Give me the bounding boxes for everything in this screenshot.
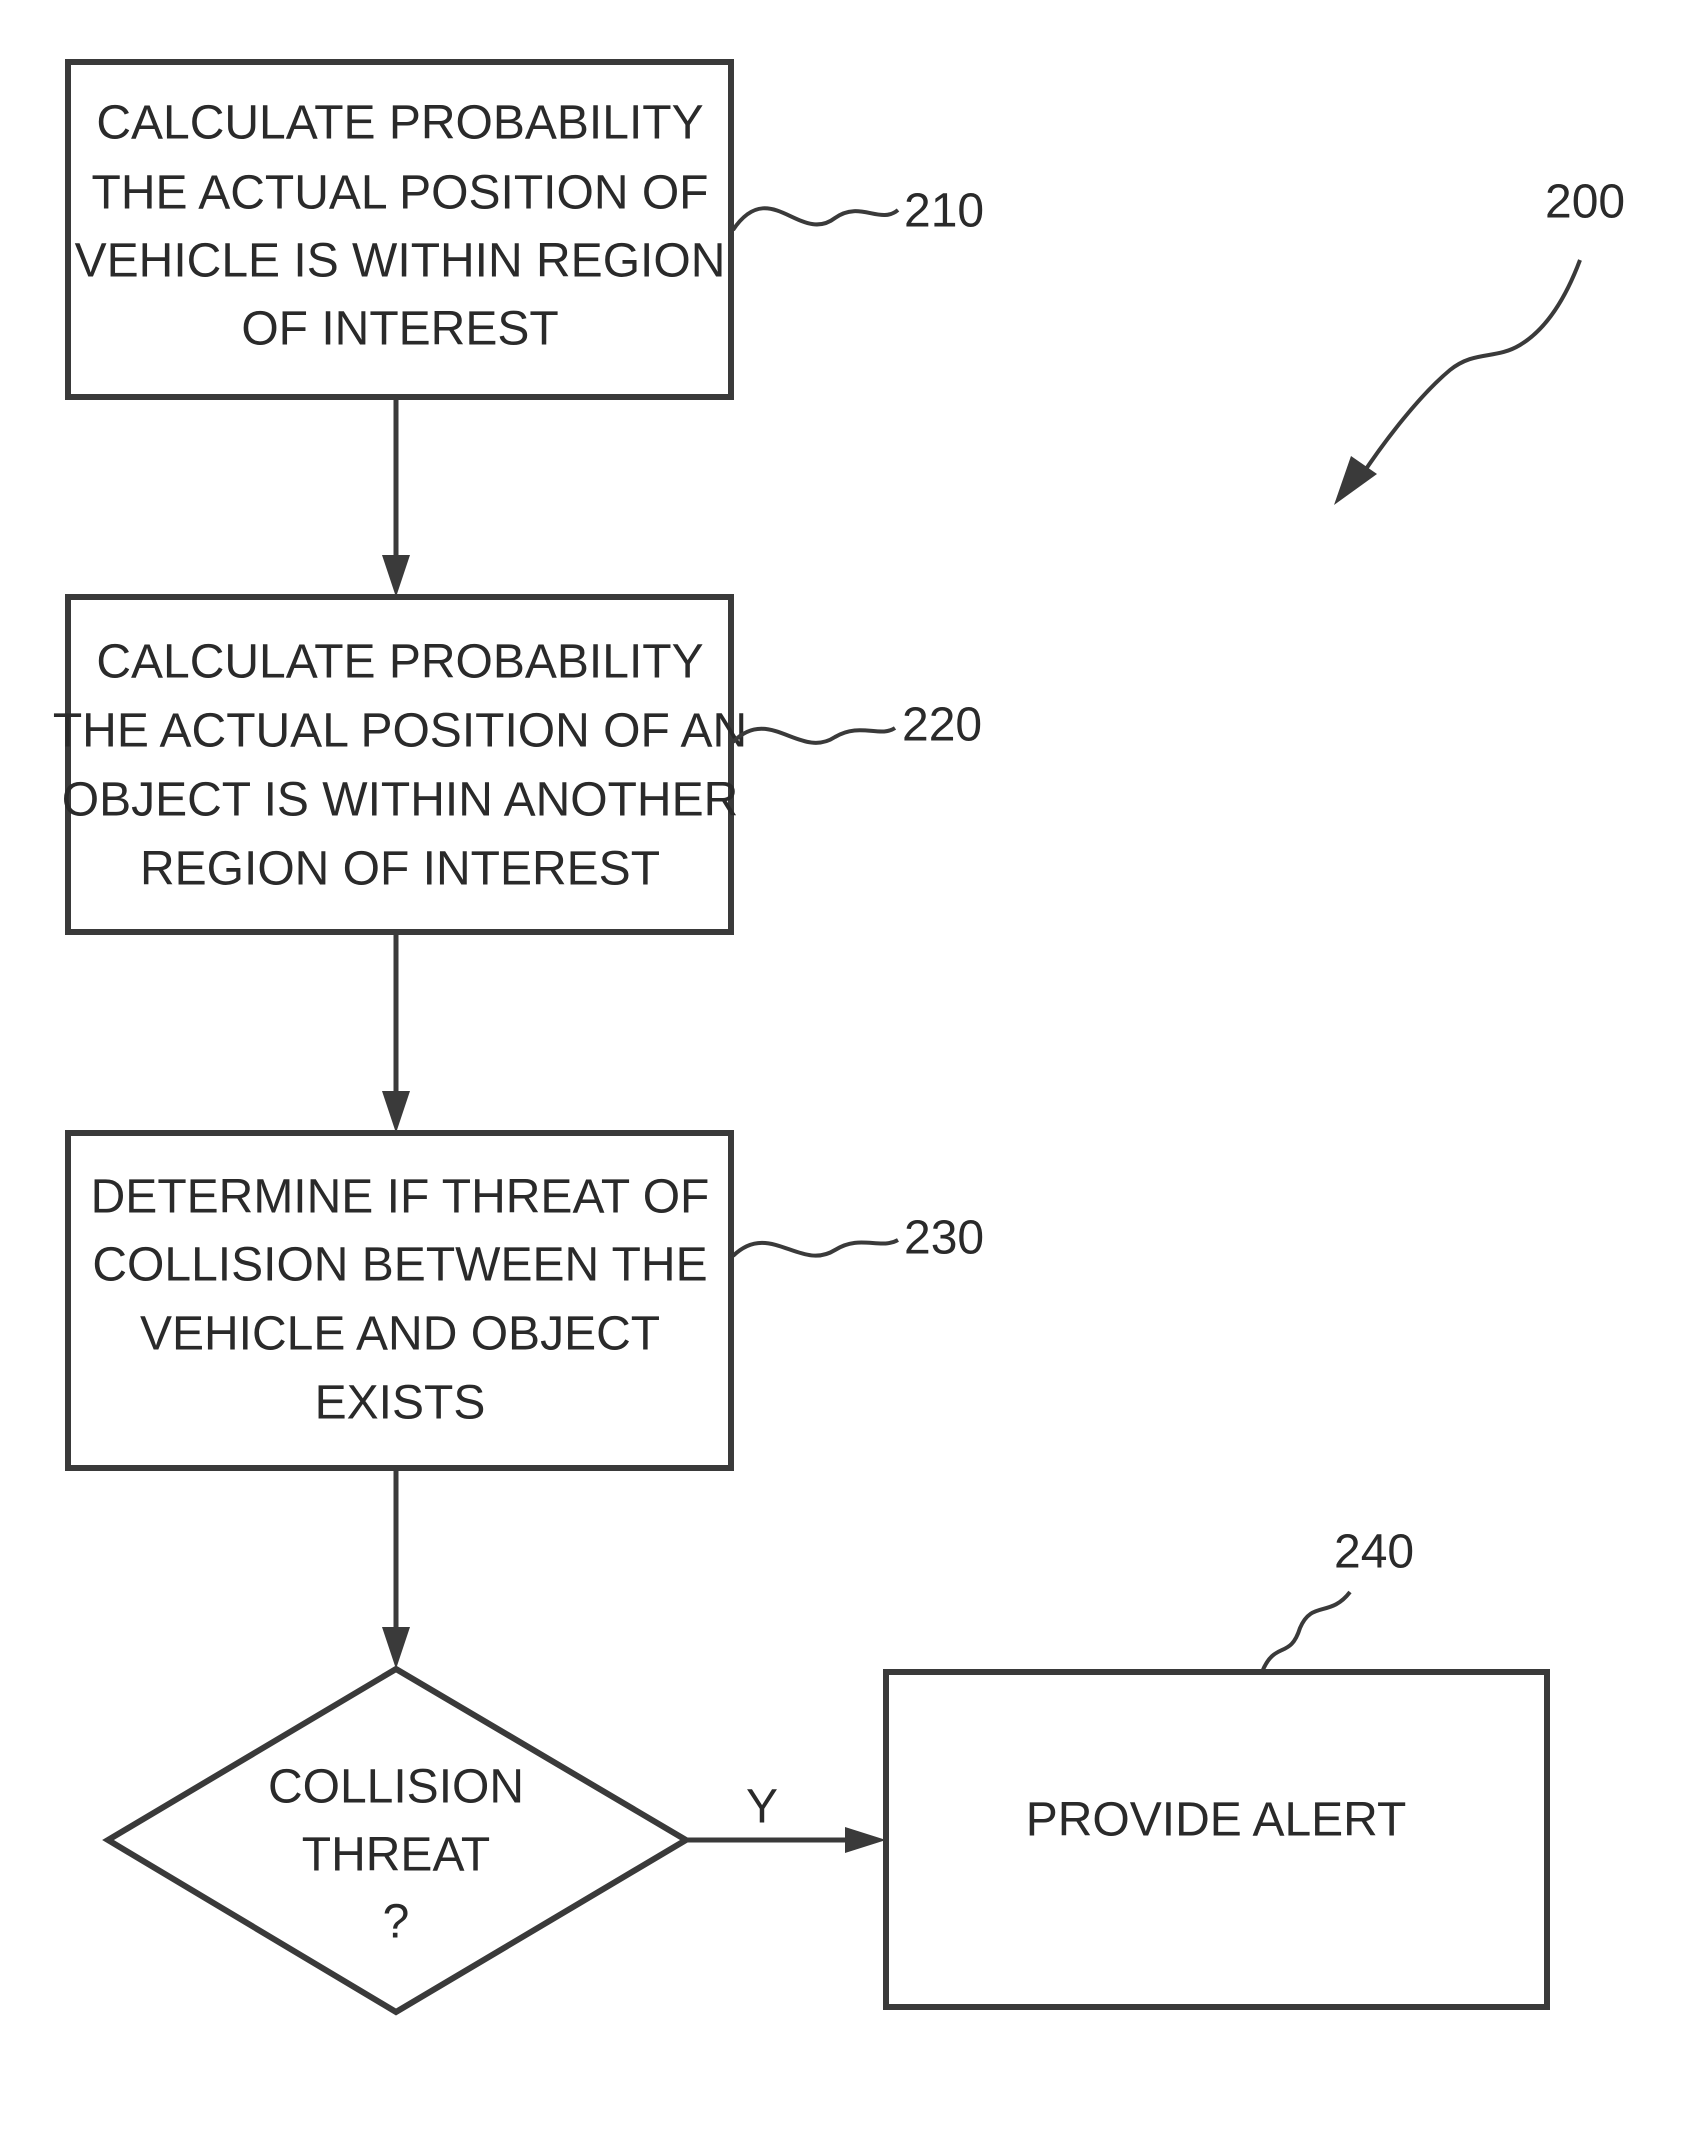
step-210-line-2: THE ACTUAL POSITION OF	[92, 167, 709, 220]
step-220-line-1: CALCULATE PROBABILITY	[96, 636, 703, 689]
ref-210: 210	[904, 185, 984, 238]
leader-230	[733, 1240, 898, 1256]
decision-line-3: ?	[383, 1896, 410, 1949]
leader-220	[733, 728, 895, 743]
decision-line-2: THREAT	[302, 1829, 490, 1882]
leader-200	[1360, 260, 1580, 478]
step-220-line-2: THE ACTUAL POSITION OF AN	[53, 705, 747, 758]
step-210-line-4: OF INTEREST	[241, 303, 558, 356]
alert-label: PROVIDE ALERT	[1026, 1794, 1407, 1847]
leader-240	[1262, 1592, 1350, 1672]
step-220-line-4: REGION OF INTEREST	[140, 843, 660, 896]
arrowhead-210-220	[382, 555, 410, 597]
step-210-line-1: CALCULATE PROBABILITY	[96, 97, 703, 150]
step-230-line-2: COLLISION BETWEEN THE	[92, 1239, 707, 1292]
figure-number: 200	[1545, 176, 1625, 229]
decision-line-1: COLLISION	[268, 1761, 524, 1814]
yes-label: Y	[746, 1781, 778, 1834]
step-220-line-3: OBJECT IS WITHIN ANOTHER	[62, 774, 739, 827]
step-230-line-1: DETERMINE IF THREAT OF	[91, 1171, 710, 1224]
leader-210	[733, 208, 898, 230]
arrowhead-220-230	[382, 1091, 410, 1133]
ref-240: 240	[1334, 1526, 1414, 1579]
step-230-line-4: EXISTS	[315, 1377, 486, 1430]
ref-230: 230	[904, 1212, 984, 1265]
step-230-line-3: VEHICLE AND OBJECT	[140, 1308, 660, 1361]
arrowhead-230-decision	[382, 1627, 410, 1669]
ref-220: 220	[902, 699, 982, 752]
step-210-line-3: VEHICLE IS WITHIN REGION	[75, 235, 726, 288]
arrowhead-decision-alert	[845, 1827, 886, 1853]
